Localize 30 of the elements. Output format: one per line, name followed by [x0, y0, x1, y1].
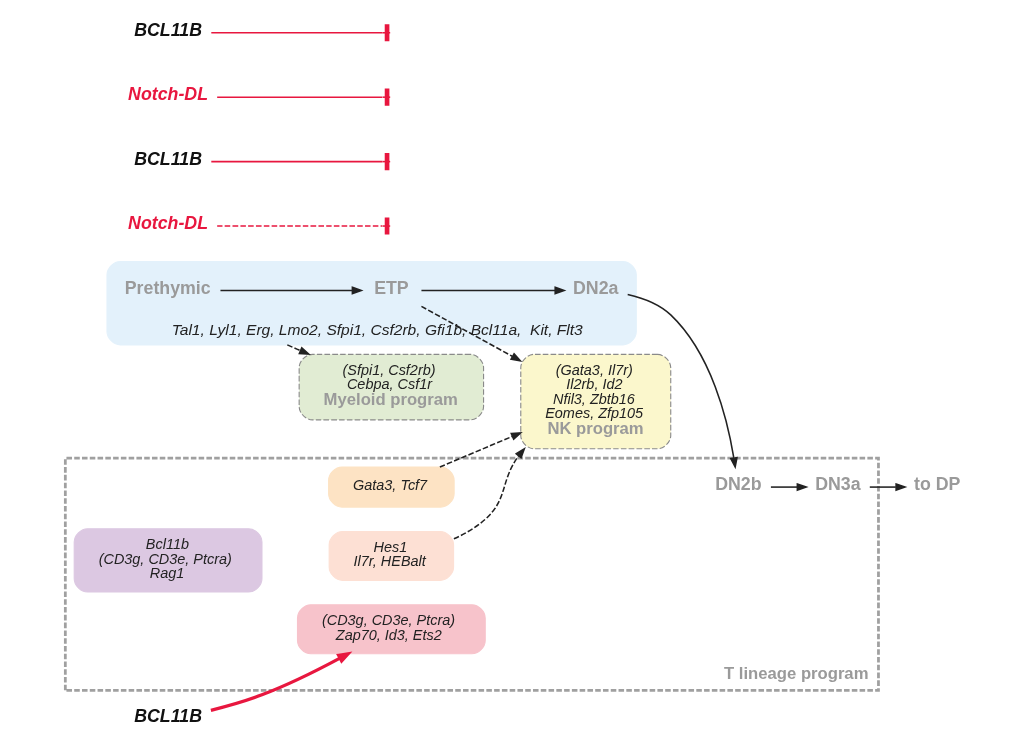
- arrow: [439, 431, 523, 468]
- arrow: [420, 286, 567, 295]
- connector: [210, 31, 391, 34]
- node-text: DN3a: [815, 474, 861, 495]
- node-text: DN2b: [715, 474, 762, 495]
- node-text: ETP: [374, 277, 409, 298]
- node-box: (CD3g, CD3e, Ptcra) Zap70, Id3, Ets2: [296, 604, 486, 655]
- node-box: Gata3, Tcf7: [328, 466, 455, 508]
- arrow: [770, 482, 809, 492]
- node-text: Notch-DL: [128, 84, 209, 105]
- node-text: Prethymic: [124, 277, 211, 298]
- arrow: [420, 305, 523, 362]
- node-box: Bcl11b (CD3g, CD3e, Ptcra) Rag1: [73, 528, 263, 593]
- node-text: BCL11B: [134, 148, 202, 169]
- node-box: (Sfpi1, Csf2rb) Cebpa, Csf1r Myeloid program: [298, 353, 485, 421]
- arrow: [219, 286, 364, 295]
- node-text: BCL11B: [134, 706, 202, 727]
- arrow: [210, 651, 353, 712]
- connector: [216, 96, 391, 98]
- arrow: [626, 293, 738, 470]
- node-box: Hes1 Il7r, HEBalt: [328, 530, 455, 581]
- node-text: to DP: [914, 474, 961, 495]
- node-text: BCL11B: [134, 19, 202, 40]
- node-box: (Gata3, Il7r) Il2rb, Id2 Nfil3, Zbtb16 Eomes, Zfp105 NK program: [520, 353, 672, 450]
- node-text: DN2a: [572, 277, 619, 298]
- node-text: Notch-DL: [128, 213, 209, 234]
- arrow: [869, 482, 908, 492]
- arrow: [286, 344, 311, 356]
- arrow: [453, 447, 526, 540]
- connector: [216, 225, 391, 227]
